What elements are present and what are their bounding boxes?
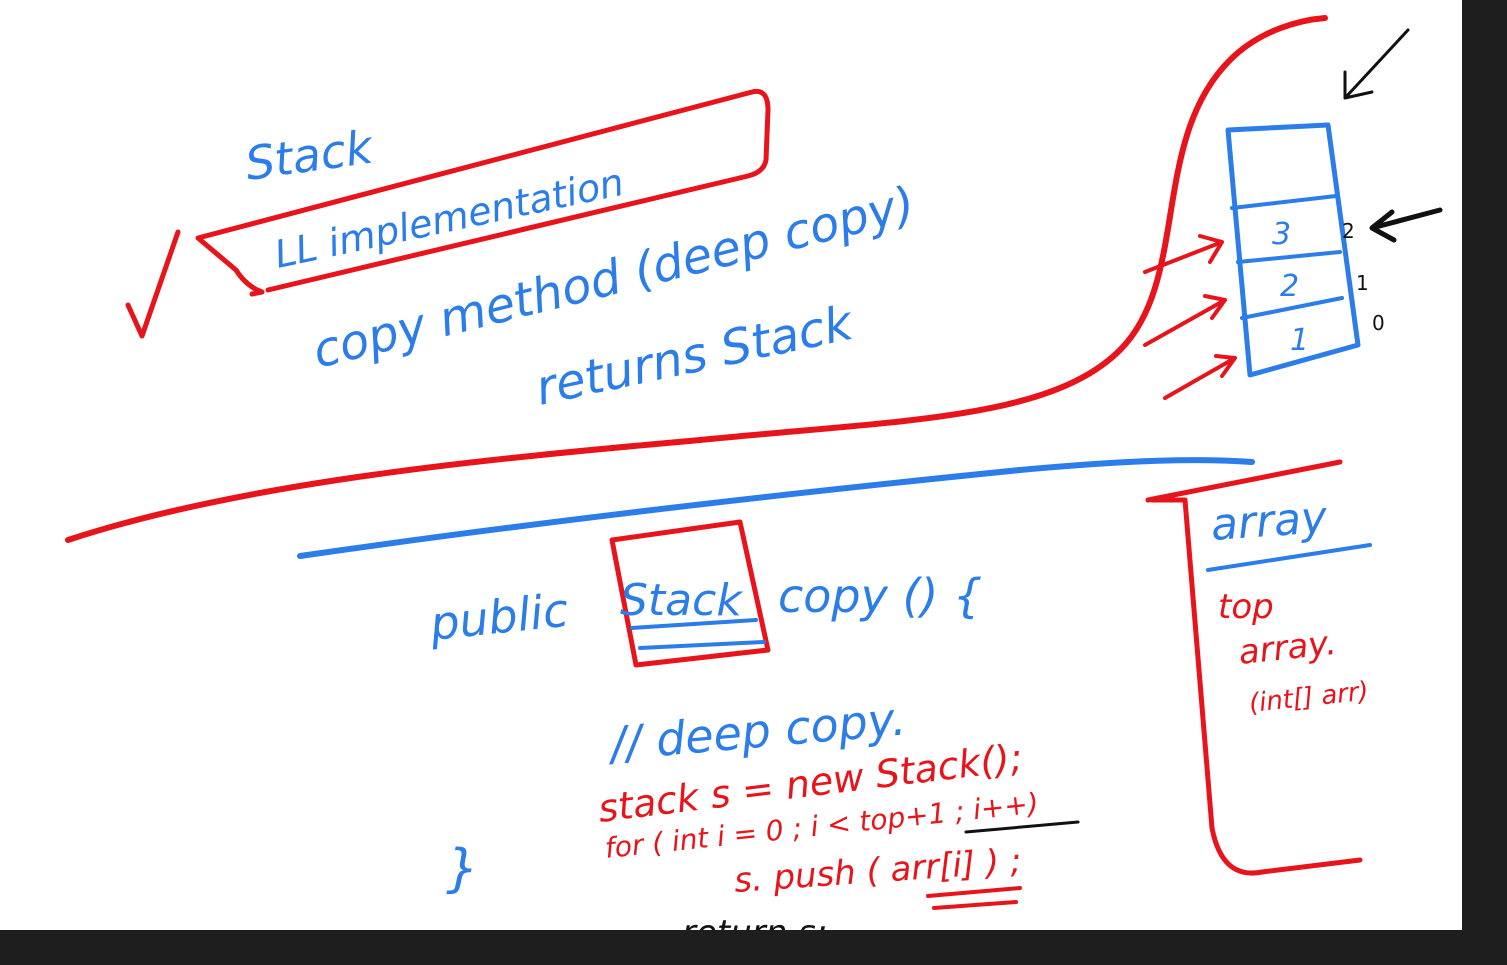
- stack-type-underline: [630, 618, 758, 630]
- arr-underline: [926, 886, 1022, 898]
- bottom-frame-bar: [0, 930, 1507, 965]
- stack-index-2: 2: [1342, 219, 1355, 243]
- stack-divider-mid: [1236, 250, 1342, 264]
- code-stack-type: Stack: [620, 575, 743, 626]
- code-public: public: [427, 583, 571, 651]
- stack-index-0: 0: [1372, 311, 1385, 335]
- red-arrow-1-icon: [1143, 234, 1224, 274]
- red-divider-curve: [65, 15, 1328, 543]
- blue-divider: [297, 457, 1255, 559]
- black-arrow-top-pointer-icon: [1369, 207, 1443, 243]
- array-title-underline: [1206, 543, 1372, 572]
- stack-index-1: 1: [1356, 271, 1369, 295]
- array-field-int-arr: (int[] arr): [1248, 677, 1371, 719]
- black-arrow-top-icon: [1343, 28, 1410, 100]
- whiteboard-canvas[interactable]: Stack LL implementation copy method (dee…: [0, 0, 1462, 930]
- whiteboard-drawing: Stack LL implementation copy method (dee…: [65, 15, 1443, 930]
- stack-container: [1225, 122, 1361, 378]
- array-field-array: array.: [1237, 623, 1339, 673]
- topic-box: [195, 88, 771, 297]
- check-icon: [125, 229, 181, 339]
- heading-stack: Stack: [242, 119, 378, 191]
- array-field-top: top: [1218, 587, 1274, 627]
- stack-cell-3: 3: [1272, 217, 1291, 252]
- red-arrow-3-icon: [1163, 354, 1237, 400]
- stack-divider-low: [1240, 296, 1344, 320]
- red-arrow-2-icon: [1143, 294, 1227, 347]
- top-plus-one-underline: [964, 820, 1080, 834]
- code-line-return: return s;: [682, 913, 827, 930]
- stack-cell-1: 1: [1290, 323, 1309, 358]
- stack-type-underline-2: [638, 640, 766, 650]
- stack-cell-2: 2: [1280, 269, 1299, 304]
- right-frame-bar: [1462, 0, 1507, 965]
- stack-divider-top: [1230, 194, 1338, 210]
- code-copy-signature: copy () {: [778, 569, 982, 623]
- stack-type-box: [609, 519, 771, 668]
- array-box: [1145, 459, 1363, 876]
- arr-underline-2: [932, 900, 1018, 910]
- code-closing-brace: }: [446, 839, 479, 899]
- array-title: array: [1209, 492, 1329, 551]
